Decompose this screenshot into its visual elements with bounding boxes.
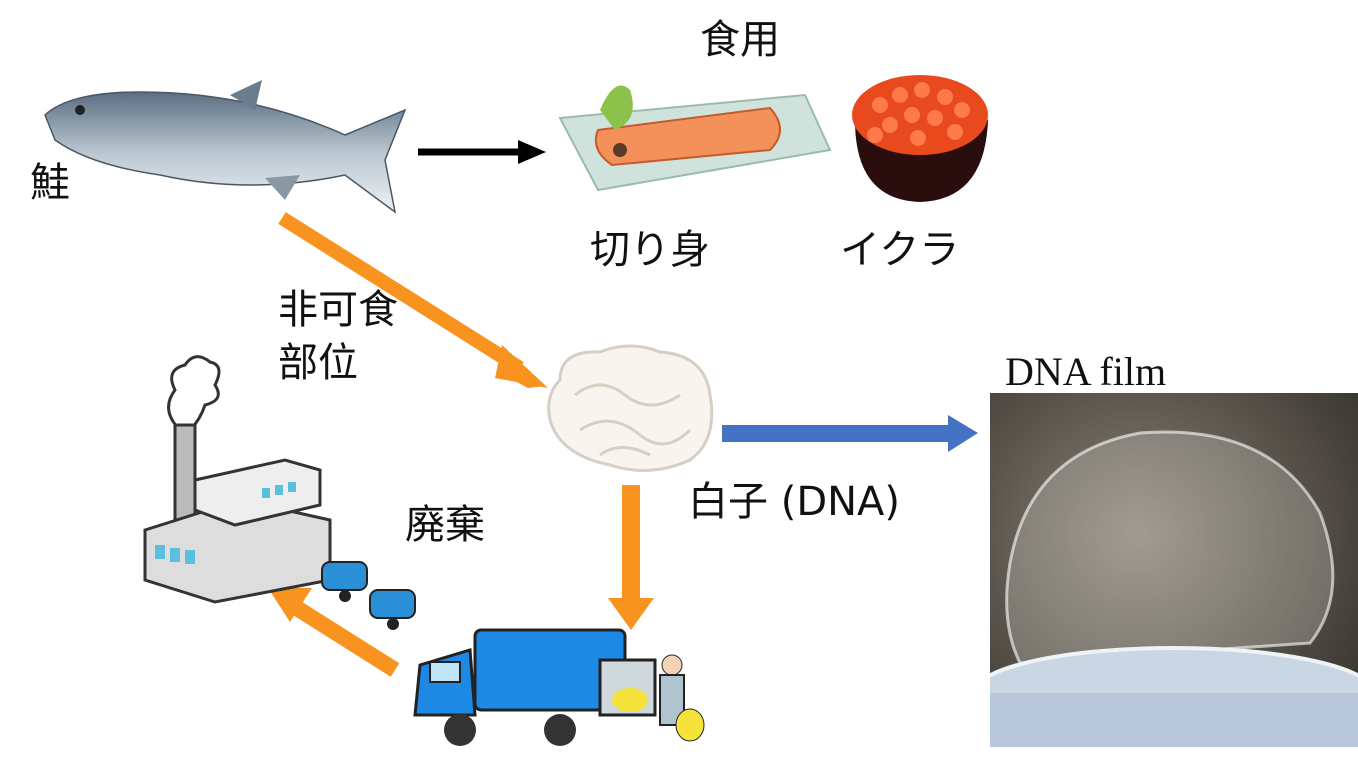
label-disposal: 廃棄 <box>405 502 485 548</box>
ikura-bowl-illustration <box>852 75 988 202</box>
garbage-truck-illustration <box>413 628 705 746</box>
arrow-salmon-to-milt <box>278 212 548 388</box>
arrow-milt-to-disposal <box>608 485 654 630</box>
arrow-truck-to-factory <box>268 588 400 677</box>
label-milt: 白子 (DNA) <box>688 479 901 525</box>
label-edible: 食用 <box>700 17 780 63</box>
label-salmon: 鮭 <box>30 160 70 206</box>
arrow-salmon-to-edible <box>418 140 546 164</box>
label-inedible-line2: 部位 <box>278 340 358 386</box>
label-dna-film: DNA film <box>1005 349 1167 394</box>
dna-film-shape <box>990 430 1358 747</box>
label-inedible-line1: 非可食 <box>278 287 398 333</box>
salmon-illustration <box>44 80 407 214</box>
arrow-milt-to-film <box>722 415 978 452</box>
dna-film-photo <box>990 393 1358 747</box>
label-fillet: 切り身 <box>590 227 710 273</box>
milt-illustration <box>547 344 714 472</box>
fillet-tray-illustration <box>558 85 832 192</box>
small-trucks-illustration <box>321 561 416 630</box>
label-roe: イクラ <box>840 227 960 273</box>
factory-illustration <box>143 355 332 604</box>
